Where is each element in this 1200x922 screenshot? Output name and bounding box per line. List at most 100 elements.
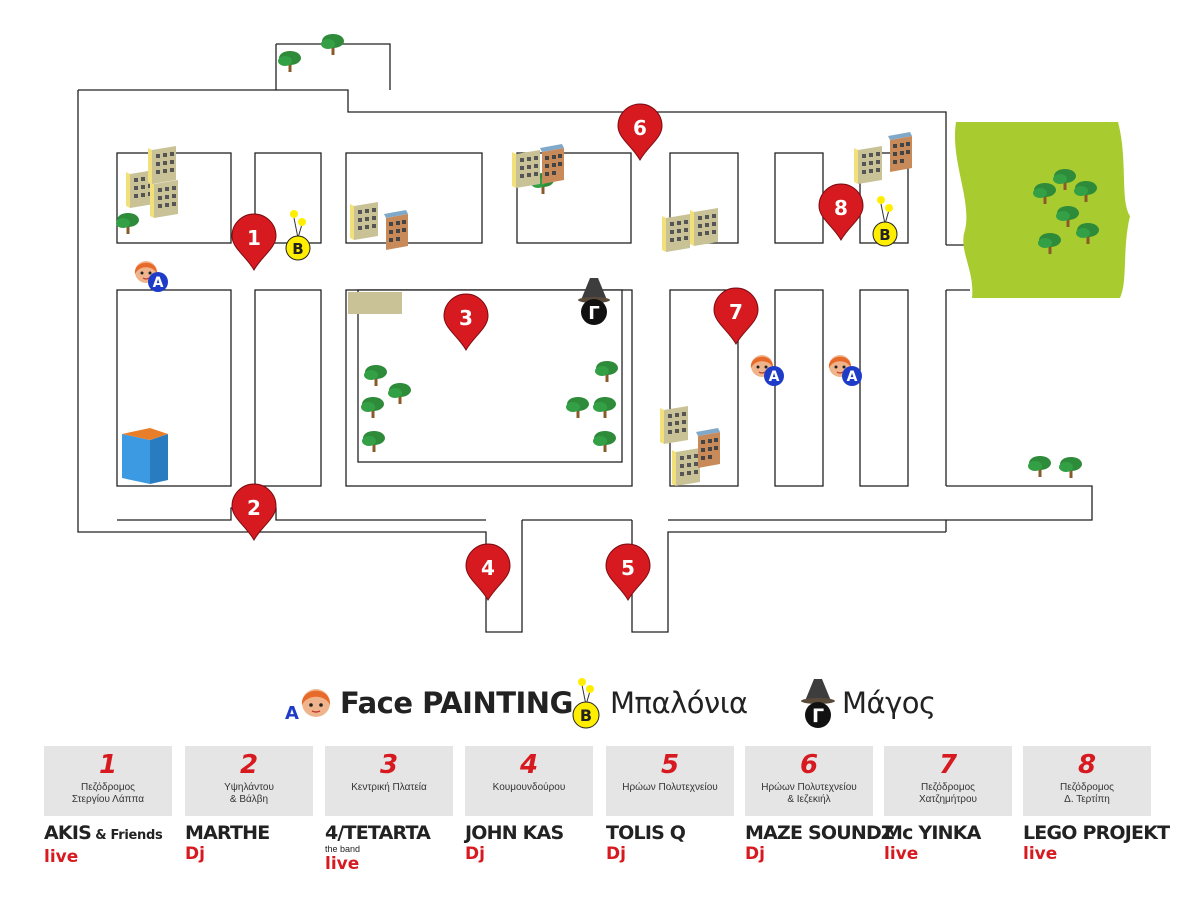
svg-text:A: A: [769, 369, 780, 385]
face-painting-markers: A A A: [134, 260, 862, 386]
artist-name: MAZE SOUNDZ: [745, 822, 895, 844]
stage-number: 5: [660, 750, 680, 780]
buildings: [122, 132, 912, 486]
stage-number: 6: [799, 750, 819, 780]
face-painting-icon: A: [285, 689, 331, 724]
svg-text:Γ: Γ: [812, 705, 824, 727]
map-pin-icon: [231, 483, 277, 542]
svg-text:B: B: [580, 706, 592, 725]
artist-name: Mc YINKA: [884, 822, 981, 844]
stage-pin-4[interactable]: 4: [465, 543, 511, 602]
map-pin-icon: [443, 293, 489, 352]
artist-name: MARTHE: [185, 822, 270, 844]
svg-text:B: B: [292, 240, 303, 258]
stage-location: Πεζόδρομος Στεργίου Λάππα: [71, 782, 145, 805]
park: [954, 122, 1130, 298]
stage-pin-label: 8: [834, 196, 848, 220]
stage-pin-1[interactable]: 1: [231, 213, 277, 272]
balloons-markers: B B: [285, 196, 898, 261]
svg-text:A: A: [847, 369, 858, 385]
stage-pin-6[interactable]: 6: [617, 103, 663, 162]
stage-location: Ηρώων Πολυτεχνείου: [622, 782, 718, 793]
svg-text:A: A: [153, 275, 164, 291]
artist-name-extra: & Friends: [90, 828, 163, 843]
street-outlines: [77, 43, 1093, 633]
performance-type: live: [884, 844, 919, 864]
stage-number: 2: [239, 750, 259, 780]
balloons-icon: B: [572, 678, 600, 729]
stage-pin-5[interactable]: 5: [605, 543, 651, 602]
stage-pins: 1 2 3 4 5 6 7 8: [231, 103, 864, 602]
performance-type: live: [44, 847, 79, 867]
artist-name: JOHN KAS: [465, 822, 564, 844]
wizard-hat-icon: Γ: [801, 679, 835, 728]
legend-face-painting: A Face PAINTING: [282, 676, 573, 730]
stage-pin-7[interactable]: 7: [713, 287, 759, 346]
svg-text:A: A: [285, 703, 299, 724]
legend-magician: Γ Μάγος: [800, 676, 936, 730]
stage-number: 3: [379, 750, 399, 780]
svg-text:B: B: [879, 226, 890, 244]
stage-number: 8: [1077, 750, 1097, 780]
performance-type: live: [325, 854, 360, 874]
magician-marker: Γ: [578, 278, 610, 325]
stage-location: Ηρώων Πολυτεχνείου & Ιεζεκιήλ: [761, 782, 857, 805]
map-pin-icon: [465, 543, 511, 602]
stage-pin-3[interactable]: 3: [443, 293, 489, 352]
stage-pin-label: 4: [481, 556, 495, 580]
map-pin-icon: [617, 103, 663, 162]
stage-location: Πεζόδρομος Δ. Τερτίπη: [1060, 782, 1114, 805]
artist-subtitle: the band: [325, 844, 361, 854]
svg-text:Γ: Γ: [588, 303, 599, 324]
performance-type: Dj: [185, 844, 205, 864]
legend-balloons-label: Μπαλόνια: [610, 686, 748, 720]
artist-name: TOLIS Q: [606, 822, 686, 844]
stage-pin-label: 7: [729, 300, 743, 324]
stage-pin-2[interactable]: 2: [231, 483, 277, 542]
map-pin-icon: [713, 287, 759, 346]
artist-name: AKIS & Friends: [44, 822, 163, 844]
performance-type: Dj: [606, 844, 626, 864]
artist-name: 4/TETARTA: [325, 822, 431, 844]
artist-name: LEGO PROJEKT: [1023, 822, 1170, 844]
stage-location: Κουμουνδούρου: [492, 782, 566, 793]
stage-location: Κεντρική Πλατεία: [351, 782, 427, 793]
stage-pin-label: 5: [621, 556, 635, 580]
performance-type: Dj: [465, 844, 485, 864]
stage-location: Πεζόδρομος Χατζημήτρου: [918, 782, 978, 805]
street-map: A A A B B Γ 1 2 3 4 5 6 7 8: [77, 34, 1130, 633]
stage-pin-label: 1: [247, 226, 261, 250]
performance-type: Dj: [745, 844, 765, 864]
map-pin-icon: [605, 543, 651, 602]
map-pin-icon: [818, 183, 864, 242]
stage-pin-label: 3: [459, 306, 473, 330]
legend-face-painting-label: Face PAINTING: [340, 686, 573, 720]
map-pin-icon: [231, 213, 277, 272]
stage-number: 4: [519, 750, 539, 780]
stage-location: Υψηλάντου & Βάλβη: [224, 782, 274, 805]
stage-pin-label: 2: [247, 496, 261, 520]
stage-number: 1: [98, 750, 118, 780]
legend-balloons: B Μπαλόνια: [568, 676, 748, 730]
stage-pin-8[interactable]: 8: [818, 183, 864, 242]
stage-pin-label: 6: [633, 116, 647, 140]
stage-number: 7: [938, 750, 958, 780]
performance-type: live: [1023, 844, 1058, 864]
legend-magician-label: Μάγος: [842, 686, 936, 720]
